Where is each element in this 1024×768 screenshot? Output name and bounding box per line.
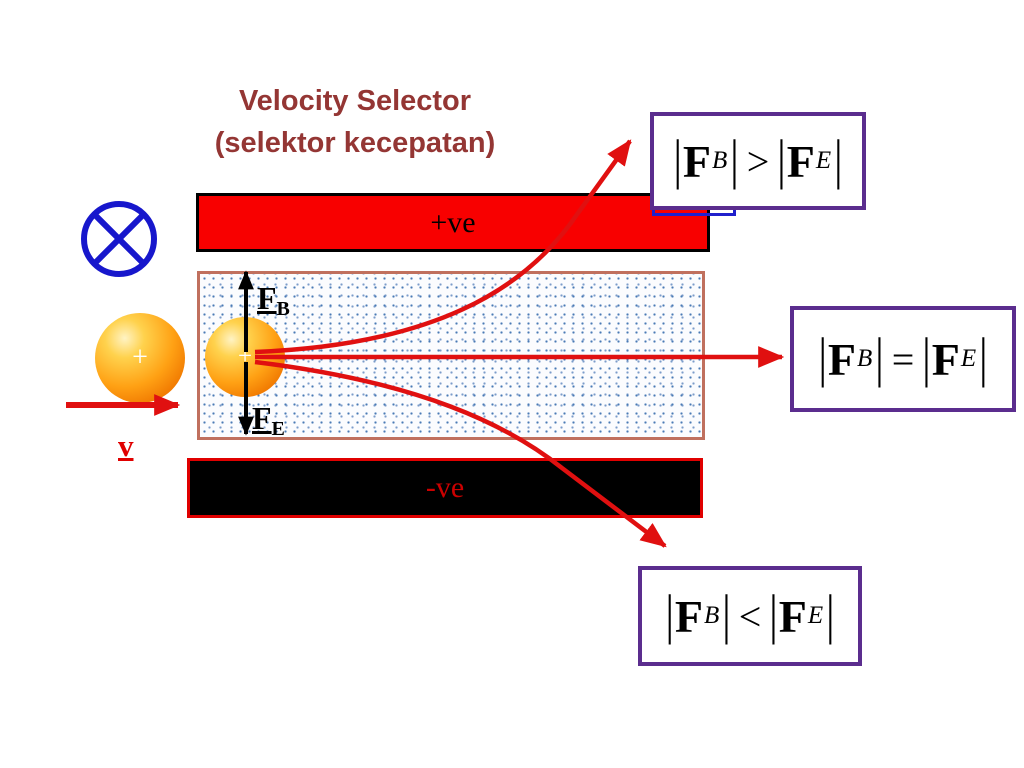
abs-bar: |	[818, 329, 827, 389]
title-line-1: Velocity Selector	[238, 85, 472, 117]
abs-bar: |	[875, 329, 884, 389]
force-symbol: F	[827, 333, 857, 385]
positive-plate: +ve	[196, 193, 710, 252]
force-symbol: F	[778, 590, 807, 642]
operator: <	[738, 593, 762, 639]
abs-bar: |	[826, 586, 835, 646]
velocity-label: v	[118, 428, 134, 463]
subscript-b: B	[704, 602, 720, 629]
charged-particle-outside: +	[95, 313, 185, 403]
subscript-b: B	[857, 345, 873, 372]
operator: >	[746, 138, 770, 184]
force-subscript: E	[271, 418, 285, 440]
operator: =	[891, 336, 915, 382]
charge-sign: +	[132, 342, 148, 373]
slide-title: Velocity Selector (selektor kecepatan)	[155, 80, 555, 164]
force-symbol: F	[252, 400, 272, 436]
abs-bar: |	[730, 131, 739, 191]
abs-bar: |	[769, 586, 778, 646]
magnetic-field-into-page-icon	[81, 201, 157, 277]
abs-bar: |	[922, 329, 931, 389]
negative-plate: -ve	[187, 458, 703, 518]
force-symbol: F	[931, 333, 960, 385]
abs-bar: |	[665, 586, 674, 646]
charge-sign: +	[237, 343, 253, 370]
charged-particle-inside: +	[205, 317, 285, 397]
subscript-e: E	[815, 147, 832, 174]
force-subscript: B	[276, 298, 290, 320]
negative-plate-label: -ve	[425, 471, 465, 504]
force-symbol: F	[257, 280, 277, 316]
title-line-2: (selektor kecepatan)	[214, 127, 496, 160]
abs-bar: |	[834, 131, 843, 191]
electric-force-label: FE	[252, 400, 285, 441]
force-symbol: F	[786, 135, 815, 187]
subscript-e: E	[807, 602, 824, 629]
abs-bar: |	[979, 329, 988, 389]
magnetic-force-label: FB	[257, 280, 290, 321]
abs-bar: |	[673, 131, 682, 191]
abs-bar: |	[777, 131, 786, 191]
positive-plate-label: +ve	[430, 205, 476, 239]
abs-bar: |	[722, 586, 731, 646]
force-symbol: F	[674, 590, 704, 642]
subscript-e: E	[960, 345, 977, 372]
force-symbol: F	[682, 135, 712, 187]
subscript-b: B	[712, 147, 728, 174]
